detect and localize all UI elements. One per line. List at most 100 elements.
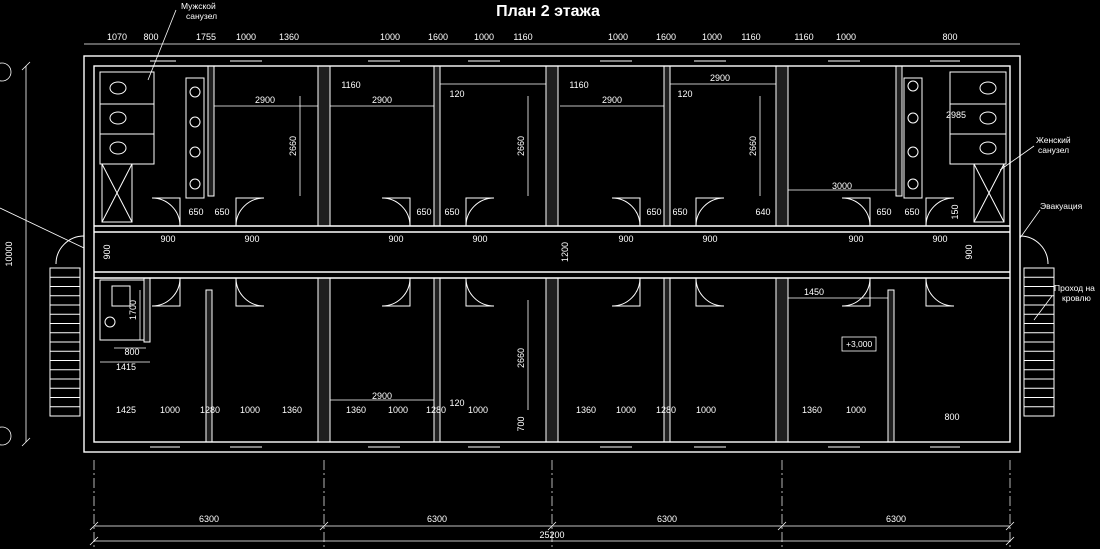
dimension-label: 10000 bbox=[4, 241, 14, 266]
dimension-label: 650 bbox=[444, 207, 459, 217]
dimension-label: 650 bbox=[876, 207, 891, 217]
partitions-top bbox=[207, 65, 903, 227]
dimension-label: 650 bbox=[214, 207, 229, 217]
dimensions-top-inner: 1160 2900 2900 1160 2900 2900 120 120 2985 bbox=[255, 73, 966, 120]
dimension-label: 800 bbox=[143, 32, 158, 42]
dimension-label: 1000 bbox=[468, 405, 488, 415]
dimension-label: 1280 bbox=[426, 405, 446, 415]
dimension-label: 1000 bbox=[388, 405, 408, 415]
dimension-label: 2660 bbox=[516, 136, 526, 156]
female-toilet-fixtures bbox=[903, 71, 1007, 223]
level-mark-box bbox=[841, 336, 877, 352]
dimension-label: 2900 bbox=[710, 73, 730, 83]
dimension-label: 1000 bbox=[240, 405, 260, 415]
dimension-label: 1200 bbox=[560, 242, 570, 262]
dimension-label: 2660 bbox=[748, 136, 758, 156]
dimension-label: 900 bbox=[848, 234, 863, 244]
dimension-label: 700 bbox=[516, 416, 526, 431]
dimension-label: 1415 bbox=[116, 362, 136, 372]
dimension-label: 1000 bbox=[160, 405, 180, 415]
dimension-label: 1160 bbox=[794, 32, 813, 42]
dimension-label: 1160 bbox=[341, 80, 360, 90]
dimensions-door-row: 650 650 650 650 650 650 650 650 640 900 900 900 900 9… bbox=[116, 181, 948, 372]
dimension-label: 1600 bbox=[428, 32, 448, 42]
dimension-label: 2900 bbox=[372, 391, 392, 401]
dimension-label: 2900 bbox=[372, 95, 392, 105]
dimension-label: 900 bbox=[102, 244, 112, 259]
dimension-label: 1280 bbox=[200, 405, 220, 415]
dimension-label: 650 bbox=[904, 207, 919, 217]
male-toilet-fixtures bbox=[99, 71, 205, 223]
dimension-label: 1360 bbox=[576, 405, 596, 415]
dimensions-bottom-inner: 1425 1000 1280 1000 1360 1360 1000 1280 1000 1360… bbox=[116, 391, 960, 422]
dimension-label: 120 bbox=[449, 398, 464, 408]
dimension-label: 900 bbox=[618, 234, 633, 244]
dimension-label: 1280 bbox=[656, 405, 676, 415]
dimension-label: 2985 bbox=[946, 110, 966, 120]
dimension-label: 1000 bbox=[474, 32, 494, 42]
dimension-label: 1425 bbox=[116, 405, 136, 415]
dimension-label: 120 bbox=[677, 89, 692, 99]
dimension-label: 1160 bbox=[569, 80, 588, 90]
dimension-label: 2900 bbox=[255, 95, 275, 105]
left-dimension-line bbox=[0, 61, 31, 447]
dimensions-vertical: 2660 2660 2660 2660 1200 900 900 700 1700 150 1000… bbox=[4, 136, 974, 432]
dimension-label: 150 bbox=[950, 204, 960, 219]
dimension-label: 800 bbox=[942, 32, 957, 42]
dimension-label: 1000 bbox=[846, 405, 866, 415]
axis-dimension-label: 6300 bbox=[657, 514, 677, 524]
axis-dimension-lines bbox=[89, 521, 1015, 546]
dimensions-top-row: 1070 800 1755 1000 1360 1000 1600 1000 1160 1000 1… bbox=[107, 32, 958, 42]
dimension-label: 900 bbox=[702, 234, 717, 244]
dimension-label: 1000 bbox=[836, 32, 856, 42]
dimension-label: 1360 bbox=[282, 405, 302, 415]
dimension-label: 1700 bbox=[128, 300, 138, 320]
dimension-label: 3000 bbox=[832, 181, 852, 191]
axis-dimension-label: 6300 bbox=[427, 514, 447, 524]
dimension-label: 1000 bbox=[236, 32, 256, 42]
dimension-label: 1000 bbox=[380, 32, 400, 42]
axis-dimension-label: 6300 bbox=[886, 514, 906, 524]
dimension-label: 1360 bbox=[802, 405, 822, 415]
stairs-left bbox=[49, 267, 81, 417]
dimension-label: 650 bbox=[646, 207, 661, 217]
dimension-label: 900 bbox=[472, 234, 487, 244]
dimension-label: 900 bbox=[964, 244, 974, 259]
windows bbox=[150, 60, 960, 448]
dimension-label: 900 bbox=[160, 234, 175, 244]
door-swings bbox=[55, 197, 1049, 307]
annotation-leaders bbox=[0, 9, 1053, 321]
dimension-label: 1000 bbox=[702, 32, 722, 42]
dimension-label: 1360 bbox=[346, 405, 366, 415]
plan-title: План 2 этажа bbox=[496, 3, 600, 20]
dimension-label: 640 bbox=[755, 207, 770, 217]
dimension-label: 800 bbox=[944, 412, 959, 422]
dimension-label: 900 bbox=[244, 234, 259, 244]
dimension-label: 1160 bbox=[741, 32, 760, 42]
dimension-total: 25200 bbox=[539, 530, 564, 540]
dimension-label: 650 bbox=[416, 207, 431, 217]
dimension-label: 2660 bbox=[288, 136, 298, 156]
dimension-label: 1600 bbox=[656, 32, 676, 42]
room-dimension-lines bbox=[100, 83, 896, 410]
dimension-label: 1360 bbox=[279, 32, 299, 42]
dimension-label: 120 bbox=[449, 89, 464, 99]
stairs-right bbox=[1023, 267, 1055, 417]
dimension-label: 2900 bbox=[602, 95, 622, 105]
dimension-label: 1160 bbox=[513, 32, 532, 42]
dimensions-axes: 6300 6300 6300 6300 bbox=[199, 514, 906, 524]
small-wc bbox=[99, 279, 145, 341]
dimension-label: 2660 bbox=[516, 348, 526, 368]
dimension-label: 1070 bbox=[107, 32, 127, 42]
dimension-label: 650 bbox=[188, 207, 203, 217]
dimension-label: 900 bbox=[388, 234, 403, 244]
dimension-label: 1755 bbox=[196, 32, 216, 42]
dimension-label: 1000 bbox=[616, 405, 636, 415]
axis-dimension-label: 6300 bbox=[199, 514, 219, 524]
dimension-label: 650 bbox=[672, 207, 687, 217]
